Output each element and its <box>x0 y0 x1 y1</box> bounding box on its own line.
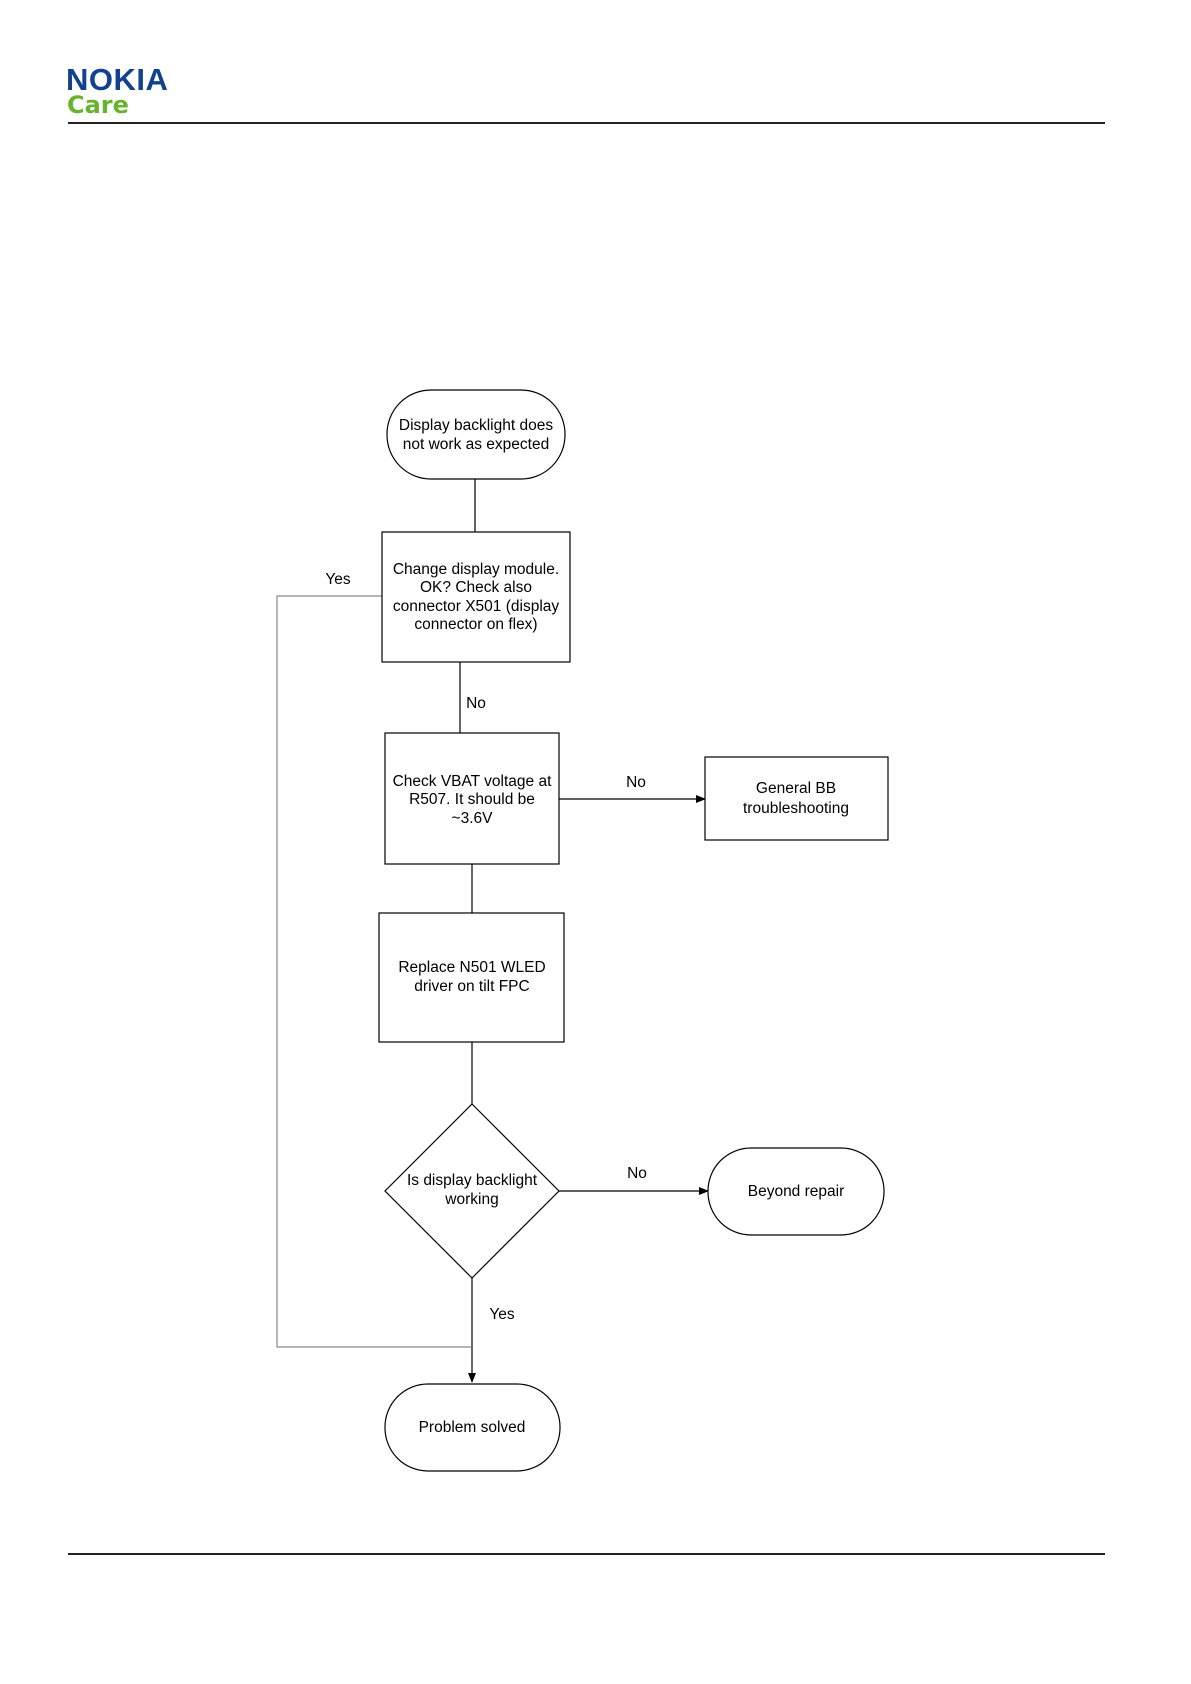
node-text-line: Problem solved <box>419 1419 526 1436</box>
node-text-line: Replace N501 WLED <box>398 959 545 976</box>
edge-check-vbat-no: No <box>559 774 706 803</box>
node-text-line: R507. It should be <box>409 791 535 808</box>
node-is-working: Is display backlight working <box>384 1103 560 1279</box>
node-text-line: not work as expected <box>403 436 549 453</box>
edge-label-no: No <box>466 695 486 712</box>
edge-decision-yes: Yes <box>468 1278 515 1383</box>
node-problem-solved: Problem solved <box>384 1383 561 1472</box>
header-rule <box>68 122 1105 124</box>
edge-label-yes: Yes <box>489 1306 515 1323</box>
edge-change-display-no: No <box>459 662 486 733</box>
edge-decision-no: No <box>559 1165 709 1195</box>
node-start: Display backlight does not work as expec… <box>386 389 566 480</box>
node-replace-n501: Replace N501 WLED driver on tilt FPC <box>378 912 565 1043</box>
node-change-display: Change display module. OK? Check also co… <box>381 531 571 663</box>
node-text-line: Change display module. <box>393 561 559 578</box>
node-text-line: driver on tilt FPC <box>414 978 529 995</box>
node-text-line: OK? Check also <box>420 579 532 596</box>
node-text-line: General BB <box>756 780 836 797</box>
node-text-line: Check VBAT voltage at <box>393 773 553 790</box>
care-logo: Care <box>67 91 129 119</box>
node-text-line: Is display backlight <box>407 1172 538 1189</box>
node-text-line: troubleshooting <box>743 800 849 817</box>
node-text-line: working <box>444 1191 498 1208</box>
nokia-logo: NOKIA <box>66 62 169 97</box>
node-text-line: Beyond repair <box>748 1183 845 1200</box>
edge-label-no: No <box>627 1165 647 1182</box>
footer-rule <box>68 1553 1105 1555</box>
node-text-line: connector X501 (display <box>393 598 560 615</box>
node-text-line: Display backlight does <box>399 417 553 434</box>
node-text-line: ~3.6V <box>452 810 494 827</box>
edge-change-display-yes: Yes <box>276 571 471 1348</box>
node-beyond-repair: Beyond repair <box>707 1147 885 1236</box>
edge-label-no: No <box>626 774 646 791</box>
node-text-line: connector on flex) <box>414 616 537 633</box>
node-check-vbat: Check VBAT voltage at R507. It should be… <box>384 732 560 865</box>
edge-label-yes: Yes <box>325 571 351 588</box>
node-general-bb: General BB troubleshooting <box>704 756 889 841</box>
